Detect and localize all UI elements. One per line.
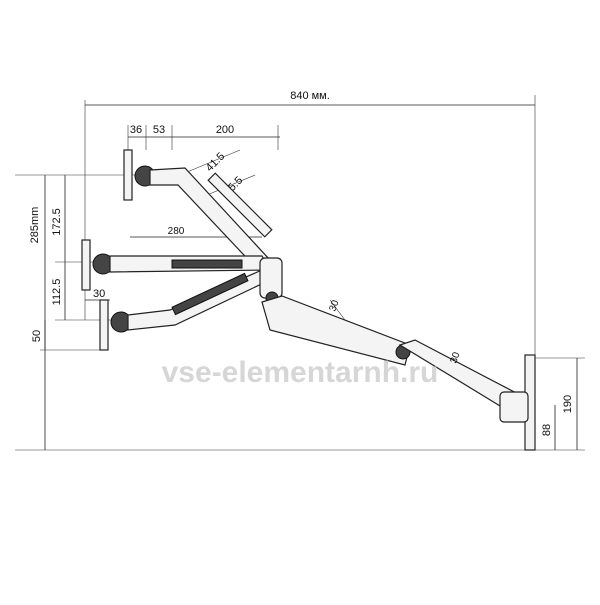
monitor-plate-middle xyxy=(81,239,114,291)
dim-30-arm1-leader xyxy=(329,299,346,321)
upper-arm-bottom xyxy=(127,269,271,331)
dim-41-5-line xyxy=(179,149,241,176)
dim-285: 285mm xyxy=(29,207,41,244)
upper-arm-top xyxy=(149,167,273,271)
watermark: vse-elementarnh.ru xyxy=(162,356,439,389)
dim-172-5: 172.5 xyxy=(51,208,63,236)
overall-width-label: 840 мм. xyxy=(290,90,330,102)
dim-41-5: 41.5 xyxy=(204,150,228,174)
wall-mount xyxy=(499,354,536,451)
dim-200: 200 xyxy=(216,124,234,136)
dim-280: 280 xyxy=(168,226,185,237)
dim-30-arm2: 30 xyxy=(448,350,462,365)
dim-190: 190 xyxy=(562,395,574,413)
dim-88: 88 xyxy=(541,424,553,436)
dim-30-arm1: 30 xyxy=(327,298,341,313)
dim-112-5: 112.5 xyxy=(51,279,63,306)
dim-53: 53 xyxy=(153,124,165,136)
dim-36: 36 xyxy=(130,124,142,136)
upper-arm-middle xyxy=(109,255,272,273)
monitor-plate-bottom xyxy=(99,299,132,351)
dim-30-top: 30 xyxy=(93,288,105,300)
dim-50: 50 xyxy=(31,330,43,342)
